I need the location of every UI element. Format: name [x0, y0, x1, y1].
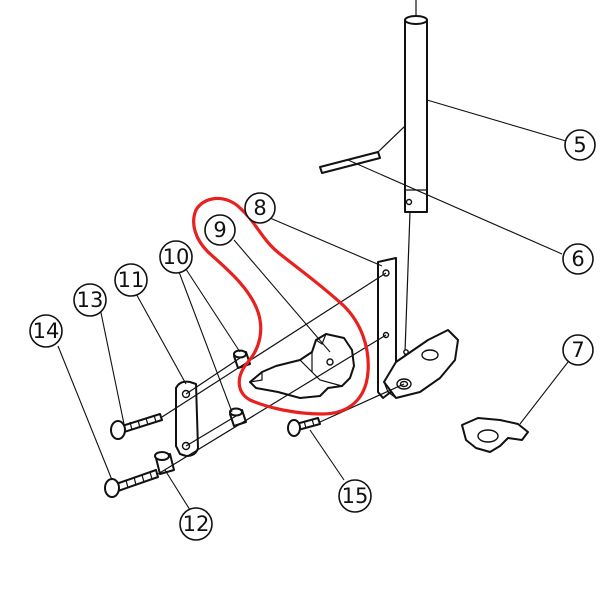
svg-text:14: 14: [33, 319, 60, 343]
callout-13: 13: [73, 283, 107, 317]
assembly-lines: [157, 272, 405, 475]
leader-lines: [57, 99, 569, 511]
part-15-screw: [287, 417, 321, 437]
svg-text:12: 12: [183, 512, 210, 536]
svg-text:5: 5: [573, 133, 586, 157]
callout-12: 12: [179, 507, 213, 541]
part-9-lever: [249, 333, 355, 399]
callout-6: 6: [562, 243, 594, 275]
highlight-outline: [192, 196, 370, 416]
part-7-clip: [461, 417, 529, 453]
callout-5: 5: [564, 129, 596, 161]
svg-text:6: 6: [571, 247, 584, 271]
part-13-screw: [110, 413, 163, 440]
svg-text:9: 9: [213, 218, 226, 242]
svg-text:15: 15: [342, 484, 369, 508]
part-10-spacer-lower: [229, 407, 247, 427]
part-6-pin: [319, 125, 406, 174]
svg-text:8: 8: [253, 196, 266, 220]
part-12-bushing: [154, 451, 175, 475]
callout-7: 7: [562, 334, 594, 366]
callout-11: 11: [114, 263, 148, 297]
callout-8: 8: [244, 192, 276, 224]
svg-text:13: 13: [77, 288, 104, 312]
callout-15: 15: [338, 479, 372, 513]
svg-text:10: 10: [163, 245, 190, 269]
part-14-screw: [104, 469, 159, 498]
callout-14: 14: [29, 314, 63, 348]
svg-text:11: 11: [118, 268, 145, 292]
base-plate: [383, 329, 459, 399]
callout-9: 9: [204, 214, 236, 246]
svg-text:7: 7: [571, 338, 584, 362]
callout-10: 10: [159, 240, 193, 274]
part-5-shaft: [403, 0, 428, 381]
